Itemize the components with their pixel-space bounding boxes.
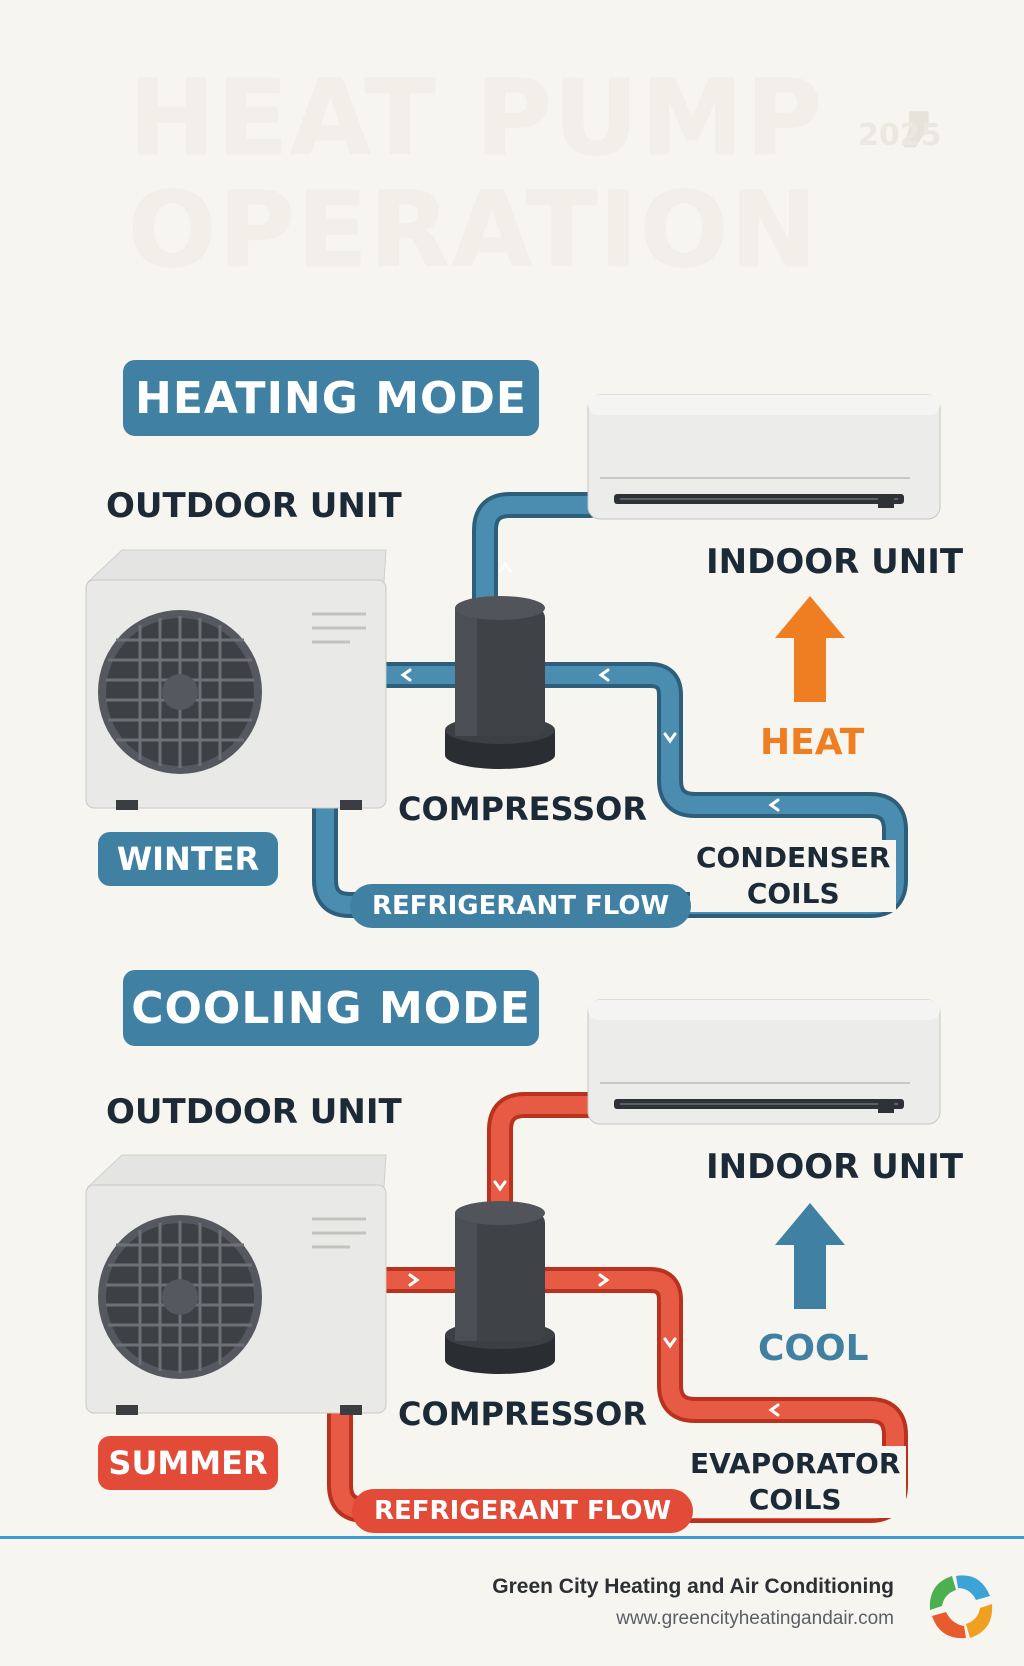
flow-arrow [663, 1337, 677, 1349]
cooling-flow-arrows [333, 1180, 780, 1417]
heating-outdoor-unit-icon [85, 549, 387, 810]
heating-effect-label: HEAT [760, 722, 865, 763]
cooling-compressor-label: COMPRESSOR [398, 1395, 647, 1433]
cooling-outdoor-unit-label: OUTDOOR UNIT [106, 1092, 402, 1132]
flow-arrow [408, 1273, 420, 1287]
cooling-outdoor-unit-icon [85, 1154, 387, 1415]
heating-outdoor-unit-label: OUTDOOR UNIT [106, 486, 402, 526]
heating-season-badge: WINTER [98, 832, 278, 886]
heating-indoor-unit-icon [587, 394, 941, 520]
footer-divider [0, 1536, 1024, 1539]
heating-coils-label: CONDENSER COILS [690, 840, 897, 912]
flow-arrow [663, 732, 677, 744]
heating-refrigerant-flow-badge: REFRIGERANT FLOW [350, 884, 692, 928]
cooling-effect-label: COOL [758, 1328, 869, 1369]
page-title-line2: OPERATION [128, 169, 820, 291]
cooling-section: COOLING MODE OUTDOOR UNIT INDOOR UNIT CO… [85, 970, 964, 1533]
page-title: HEAT PUMP OPERATION [128, 62, 824, 286]
flow-arrow [768, 1403, 780, 1417]
cooling-refrigerant-flow-badge: REFRIGERANT FLOW [352, 1489, 694, 1533]
heating-compressor-icon [445, 596, 555, 769]
heat-arrow-icon [775, 596, 845, 702]
flow-arrow [400, 668, 412, 682]
cooling-indoor-unit-label: INDOOR UNIT [706, 1147, 964, 1187]
heating-compressor-label: COMPRESSOR [398, 790, 647, 828]
cooling-compressor-icon [445, 1201, 555, 1374]
cooling-diagram [85, 999, 941, 1523]
heating-section: HEATING MODE OUTDOOR UNIT INDOOR UNIT CO… [85, 360, 964, 928]
flow-arrow [498, 561, 512, 573]
title-apostrophe: , [898, 30, 940, 158]
cool-arrow-icon [775, 1203, 845, 1309]
company-logo-icon [929, 1575, 993, 1639]
cooling-season-badge: SUMMER [98, 1436, 278, 1490]
title-year: 2025 [858, 118, 942, 153]
heating-coils-line1: CONDENSER [696, 841, 891, 874]
flow-arrow [493, 1180, 507, 1192]
cooling-indoor-unit-icon [587, 999, 941, 1125]
cooling-mode-badge: COOLING MODE [123, 970, 539, 1046]
cooling-coils-label: EVAPORATOR COILS [684, 1446, 907, 1518]
flow-arrow [598, 668, 610, 682]
heating-diagram [85, 394, 941, 918]
flow-arrow [598, 1273, 610, 1287]
page-title-line1: HEAT PUMP [128, 57, 825, 179]
cooling-coils-line1: EVAPORATOR [690, 1447, 901, 1480]
footer-website-url[interactable]: www.greencityheatingandair.com [616, 1608, 894, 1629]
heating-mode-badge: HEATING MODE [123, 360, 539, 436]
flow-arrow [768, 798, 780, 812]
footer-company-name: Green City Heating and Air Conditioning [492, 1575, 894, 1598]
cooling-coils-line2: COILS [748, 1483, 842, 1516]
heating-indoor-unit-label: INDOOR UNIT [706, 542, 964, 582]
heating-coils-line2: COILS [746, 877, 840, 910]
